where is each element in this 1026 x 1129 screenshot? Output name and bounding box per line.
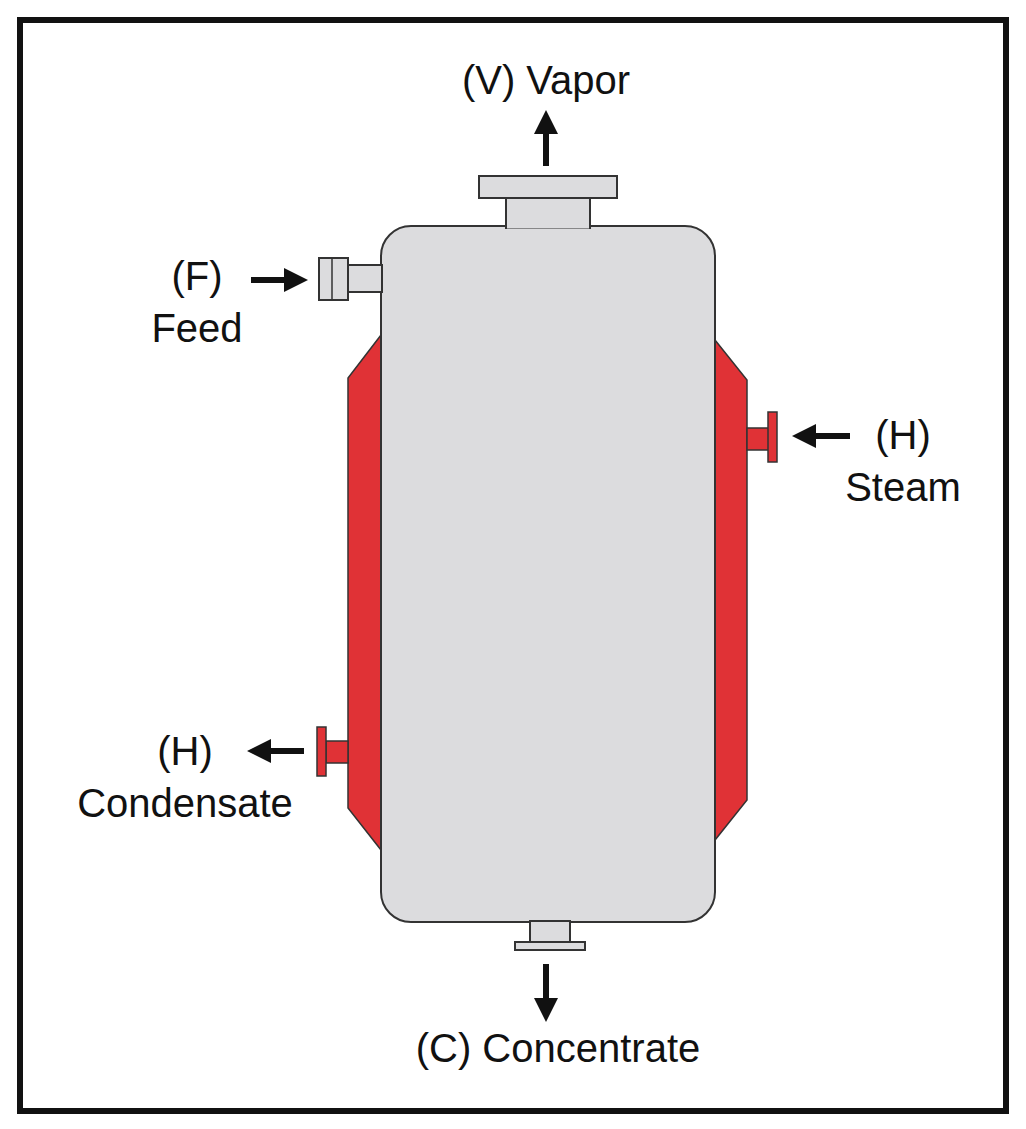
steam-jacket: [715, 340, 747, 840]
vapor-nozzle: [506, 197, 590, 228]
condensate-flange: [317, 727, 326, 776]
steam-flange: [768, 412, 777, 462]
concentrate-nozzle: [530, 921, 570, 942]
frame: [20, 20, 1006, 1111]
stream-label: (H) Condensate: [50, 725, 320, 829]
flow-arrow: [543, 122, 549, 166]
flow-arrow: [804, 433, 850, 439]
condensate-nozzle: [326, 741, 348, 763]
steam-jacket: [348, 335, 381, 850]
concentrate-flange: [515, 942, 585, 950]
flow-arrow: [251, 277, 296, 283]
vapor-flange: [479, 176, 617, 198]
feed-nozzle: [345, 265, 382, 292]
flow-arrow: [259, 748, 304, 754]
stream-label: (V) Vapor: [396, 54, 696, 106]
steam-nozzle: [747, 428, 769, 450]
stream-label: (C) Concentrate: [358, 1022, 758, 1074]
flow-arrow: [543, 964, 549, 1010]
vessel: [381, 226, 715, 922]
feed-flange: [319, 258, 348, 300]
stream-label: (H) Steam: [828, 409, 978, 513]
stream-label: (F) Feed: [132, 250, 262, 354]
